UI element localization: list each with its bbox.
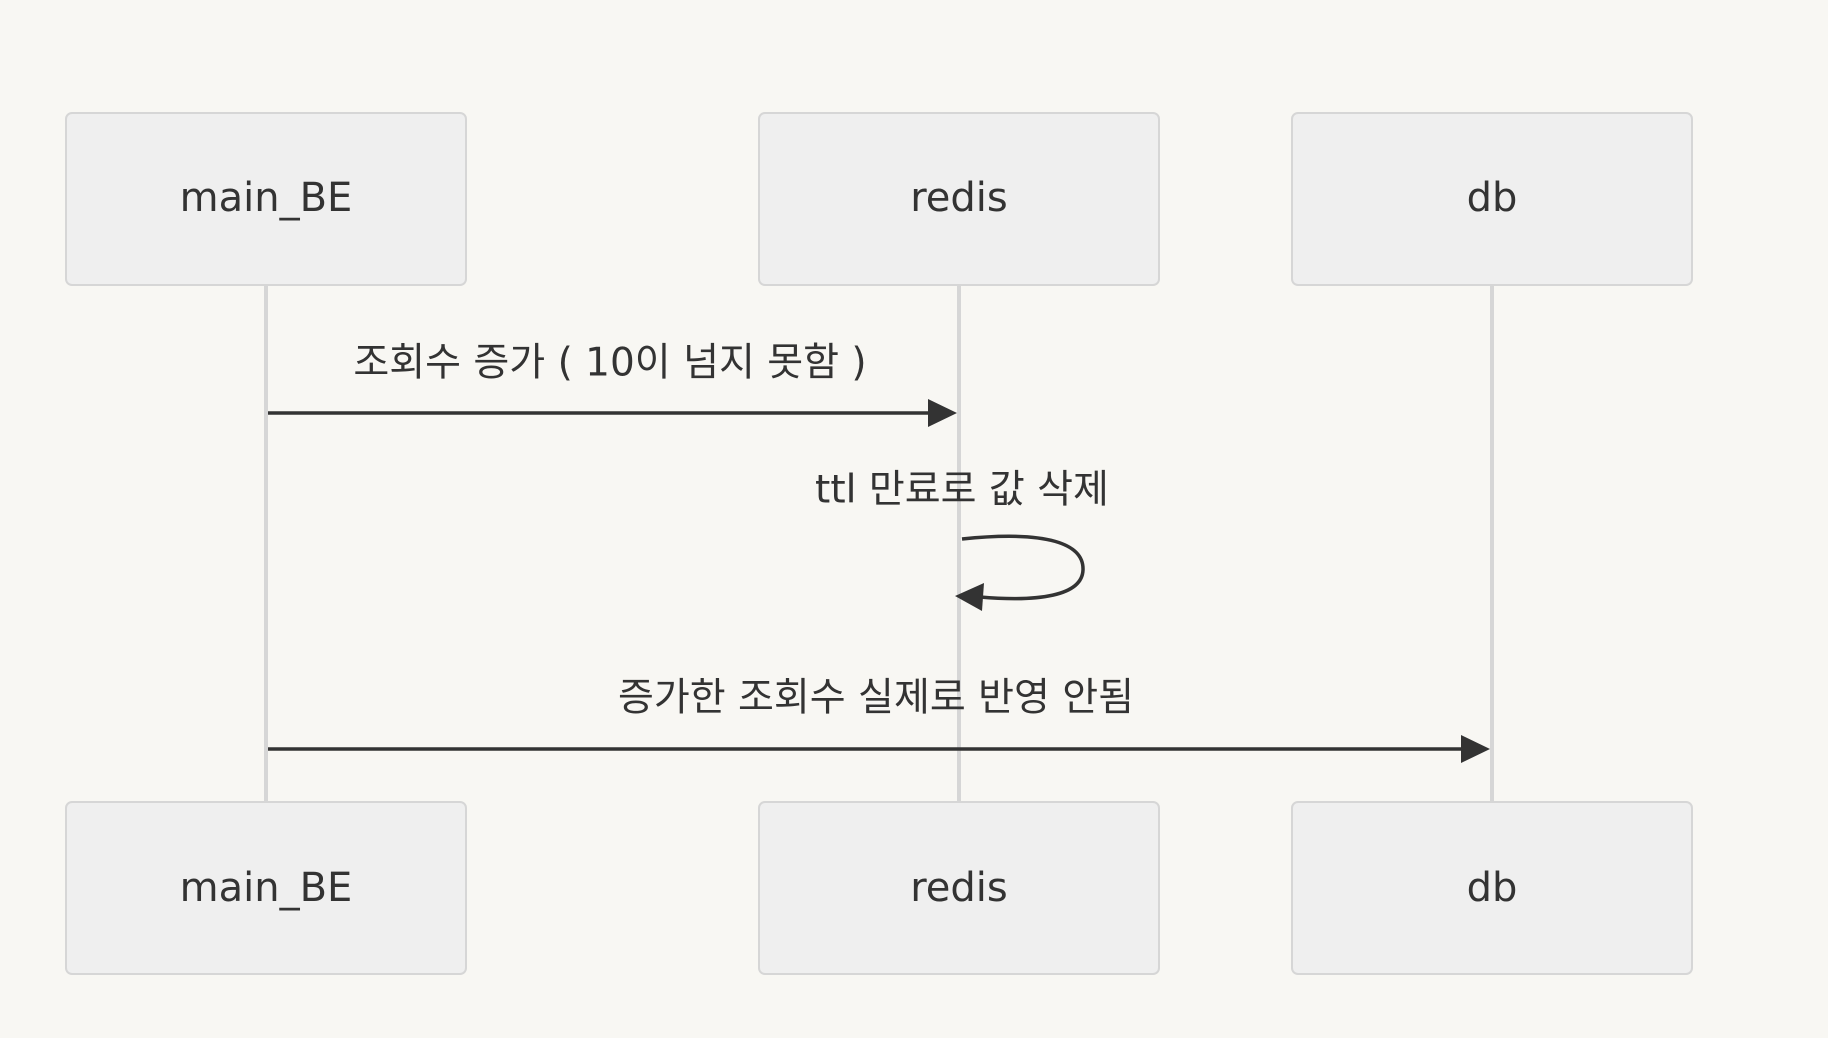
- actor-top-main-be: main_BE: [65, 112, 467, 286]
- message-1: 조회수 증가 ( 10이 넘지 못함 ): [268, 341, 957, 427]
- actor-bottom-redis-label: redis: [910, 865, 1008, 911]
- message-1-arrowhead: [928, 399, 957, 427]
- actor-bottom-db: db: [1291, 801, 1693, 975]
- actor-bottom-redis: redis: [758, 801, 1160, 975]
- message-2-label: ttl 만료로 값 삭제: [815, 468, 1109, 513]
- actor-bottom-db-label: db: [1467, 865, 1518, 911]
- actor-top-redis-label: redis: [910, 175, 1008, 221]
- actor-bottom-main-be-label: main_BE: [180, 865, 353, 911]
- message-1-label: 조회수 증가 ( 10이 넘지 못함 ): [353, 341, 866, 386]
- actor-bottom-main-be: main_BE: [65, 801, 467, 975]
- actor-top-redis: redis: [758, 112, 1160, 286]
- message-2-arrowhead: [955, 583, 984, 611]
- actor-top-main-be-label: main_BE: [180, 175, 353, 221]
- message-2-loop: [961, 534, 1085, 601]
- message-3: 증가한 조회수 실제로 반영 안됨: [268, 676, 1490, 763]
- actor-top-db: db: [1291, 112, 1693, 286]
- message-3-arrowhead: [1461, 735, 1490, 763]
- actor-top-db-label: db: [1467, 175, 1518, 221]
- message-3-label: 증가한 조회수 실제로 반영 안됨: [618, 676, 1134, 721]
- message-2: ttl 만료로 값 삭제: [815, 468, 1109, 611]
